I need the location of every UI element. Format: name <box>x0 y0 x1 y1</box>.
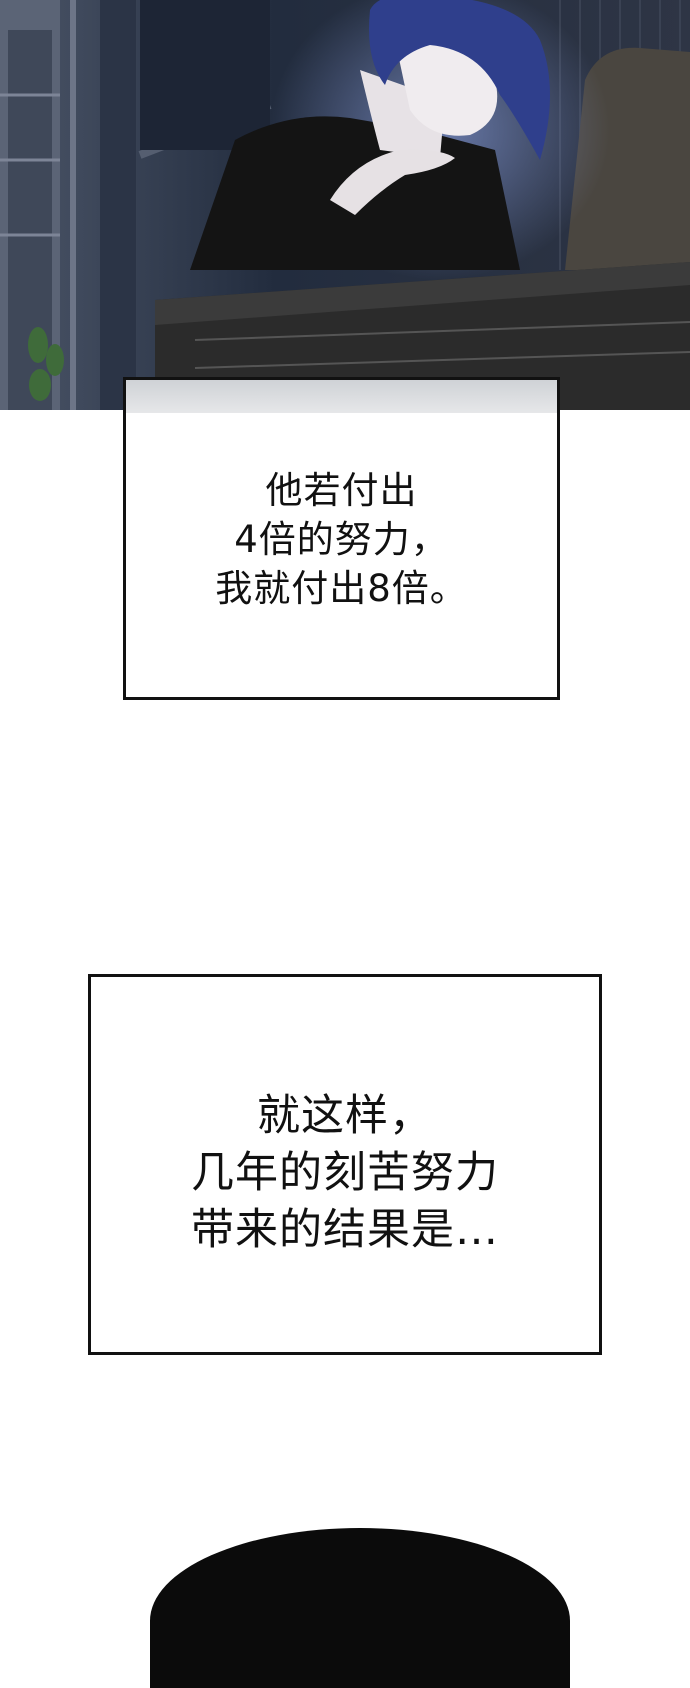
caption-line: 4倍的努力， <box>234 518 449 562</box>
caption-text-2: 就这样， 几年的刻苦努力 带来的结果是… <box>191 1088 499 1258</box>
caption-text-1: 他若付出 4倍的努力， 我就付出8倍。 <box>215 467 468 613</box>
caption-line: 几年的刻苦努力 <box>191 1148 499 1199</box>
figure-neck <box>360 70 445 158</box>
caption-box-2: 就这样， 几年的刻苦努力 带来的结果是… <box>88 974 602 1355</box>
figure-face <box>395 38 498 136</box>
window-frame <box>0 0 272 410</box>
plant <box>28 327 64 401</box>
figure-hand <box>330 149 455 215</box>
night-scene-illustration <box>0 0 690 410</box>
caption-line: 就这样， <box>257 1091 433 1142</box>
dark-silhouette <box>150 1528 570 1688</box>
caption-box-1: 他若付出 4倍的努力， 我就付出8倍。 <box>123 377 560 700</box>
comic-panel-night-scene <box>0 0 690 410</box>
caption-line: 带来的结果是… <box>191 1204 499 1255</box>
caption-line: 我就付出8倍。 <box>215 566 468 610</box>
caption-line: 他若付出 <box>265 469 418 513</box>
figure-hair <box>369 0 550 160</box>
